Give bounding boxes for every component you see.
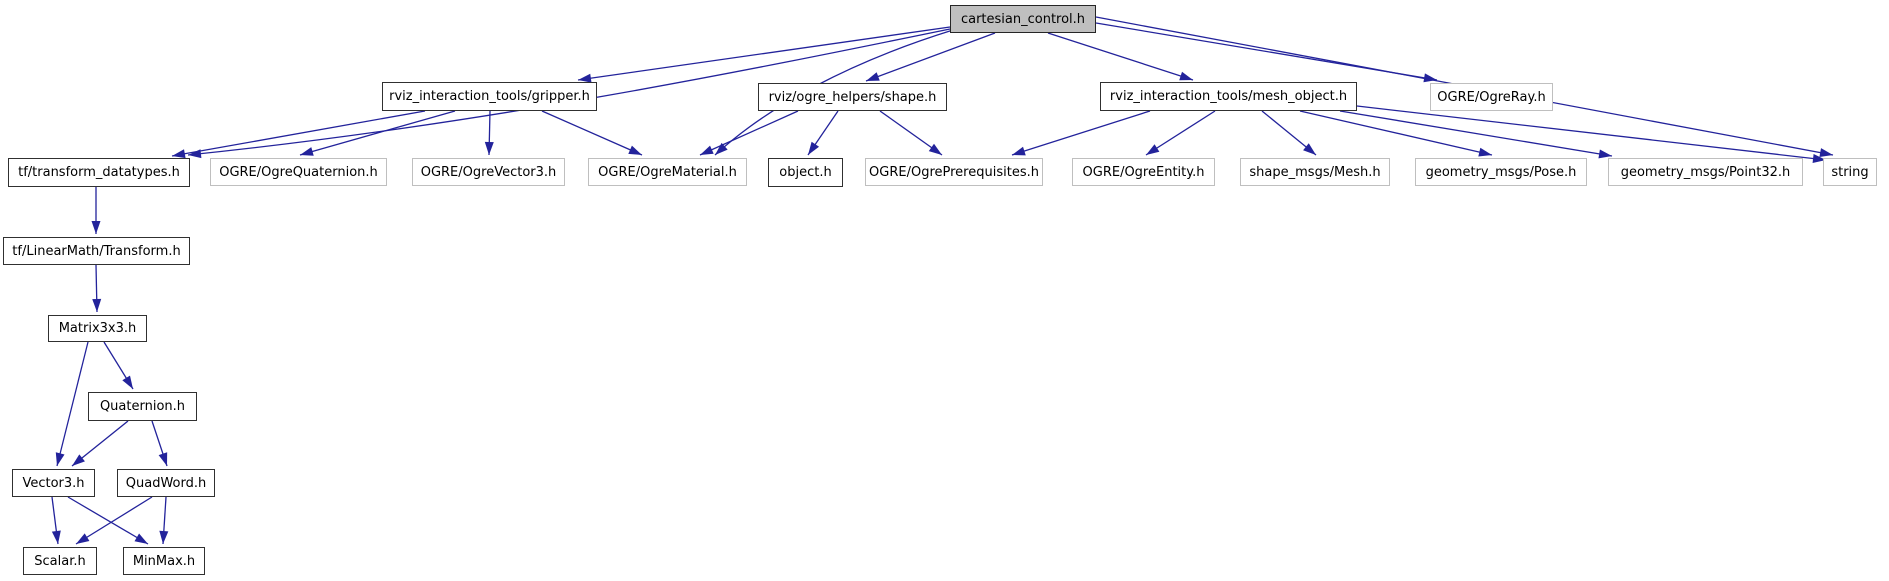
include-edge-gripper-ogre_quaternion — [299, 110, 456, 156]
node-cartesian-control: cartesian_control.h — [950, 5, 1096, 33]
node-geometry-msgs-pose: geometry_msgs/Pose.h — [1415, 158, 1587, 186]
include-edge-gripper-ogre_material — [541, 110, 643, 156]
include-edge-matrix3x3-vector3 — [56, 341, 89, 467]
include-edge-cartesian_control-gripper — [577, 26, 951, 81]
node-ogre-vector3: OGRE/OgreVector3.h — [412, 158, 565, 186]
node-tf-transform[interactable]: tf/LinearMath/Transform.h — [3, 237, 190, 265]
arrowhead — [72, 454, 85, 466]
node-vector3[interactable]: Vector3.h — [12, 469, 95, 497]
include-edge-mesh_object-string — [1356, 105, 1827, 161]
arrowhead — [578, 73, 592, 83]
arrowhead — [1012, 146, 1026, 156]
arrowhead — [300, 147, 314, 156]
arrowhead — [134, 533, 148, 544]
arrowhead — [51, 530, 61, 544]
arrowhead — [158, 452, 168, 466]
node-shape-msgs-mesh: shape_msgs/Mesh.h — [1240, 158, 1390, 186]
arrowhead — [91, 221, 101, 234]
node-object[interactable]: object.h — [768, 158, 843, 187]
node-geometry-msgs-point32: geometry_msgs/Point32.h — [1608, 158, 1803, 186]
include-edge-cartesian_control-transform_datatypes — [187, 28, 951, 156]
include-edge-shape-ogre_material — [699, 110, 799, 156]
include-edge-mesh_object-ogre_entity — [1145, 110, 1216, 156]
include-edge-cartesian_control-shape — [865, 32, 996, 82]
arrowhead — [172, 149, 186, 159]
arrowhead — [1146, 144, 1160, 155]
arrowhead — [122, 375, 133, 389]
node-ogre-prerequisites: OGRE/OgrePrerequisites.h — [865, 158, 1043, 186]
arrowhead — [92, 298, 102, 312]
include-edge-mesh_object-ogre_prerequisites — [1011, 110, 1151, 156]
include-edge-mesh_object-geometry_msgs_point32 — [1339, 110, 1613, 157]
node-matrix3x3[interactable]: Matrix3x3.h — [48, 315, 147, 342]
arrowhead — [55, 452, 65, 466]
arrowhead — [484, 141, 494, 155]
node-ogre-material: OGRE/OgreMaterial.h — [588, 158, 747, 186]
arrowhead — [928, 143, 942, 155]
arrowhead — [159, 530, 169, 544]
include-edge-mesh_object-geometry_msgs_pose — [1299, 110, 1493, 156]
node-minmax[interactable]: MinMax.h — [123, 547, 205, 575]
node-gripper[interactable]: rviz_interaction_tools/gripper.h — [382, 82, 597, 111]
arrowhead — [715, 142, 728, 155]
node-quadword[interactable]: QuadWord.h — [117, 469, 215, 497]
node-ogre-entity: OGRE/OgreEntity.h — [1072, 158, 1215, 186]
include-edge-vector3-minmax — [67, 496, 149, 545]
arrowhead — [76, 533, 90, 544]
include-edge-cartesian_control-mesh_object — [1047, 32, 1194, 81]
node-ogre-ray: OGRE/OgreRay.h — [1430, 83, 1553, 111]
arrowhead — [628, 145, 642, 155]
include-edge-quadword-scalar — [75, 496, 153, 545]
arrowhead — [1303, 143, 1316, 155]
arrowhead — [1598, 149, 1612, 159]
arrowhead — [700, 145, 714, 155]
node-quaternion[interactable]: Quaternion.h — [88, 392, 197, 421]
node-transform-datatypes[interactable]: tf/transform_datatypes.h — [8, 158, 190, 187]
node-shape[interactable]: rviz/ogre_helpers/shape.h — [758, 83, 947, 111]
node-ogre-quaternion: OGRE/OgreQuaternion.h — [210, 158, 387, 186]
arrowhead — [1179, 71, 1193, 81]
node-string: string — [1823, 158, 1877, 186]
arrowhead — [1819, 148, 1833, 158]
arrowhead — [1478, 147, 1492, 157]
node-mesh-object[interactable]: rviz_interaction_tools/mesh_object.h — [1100, 82, 1357, 111]
arrowhead — [1812, 154, 1826, 163]
arrowhead — [808, 141, 820, 155]
node-scalar[interactable]: Scalar.h — [23, 547, 97, 575]
include-edge-gripper-transform_datatypes — [171, 110, 426, 157]
arrowhead — [866, 72, 880, 81]
